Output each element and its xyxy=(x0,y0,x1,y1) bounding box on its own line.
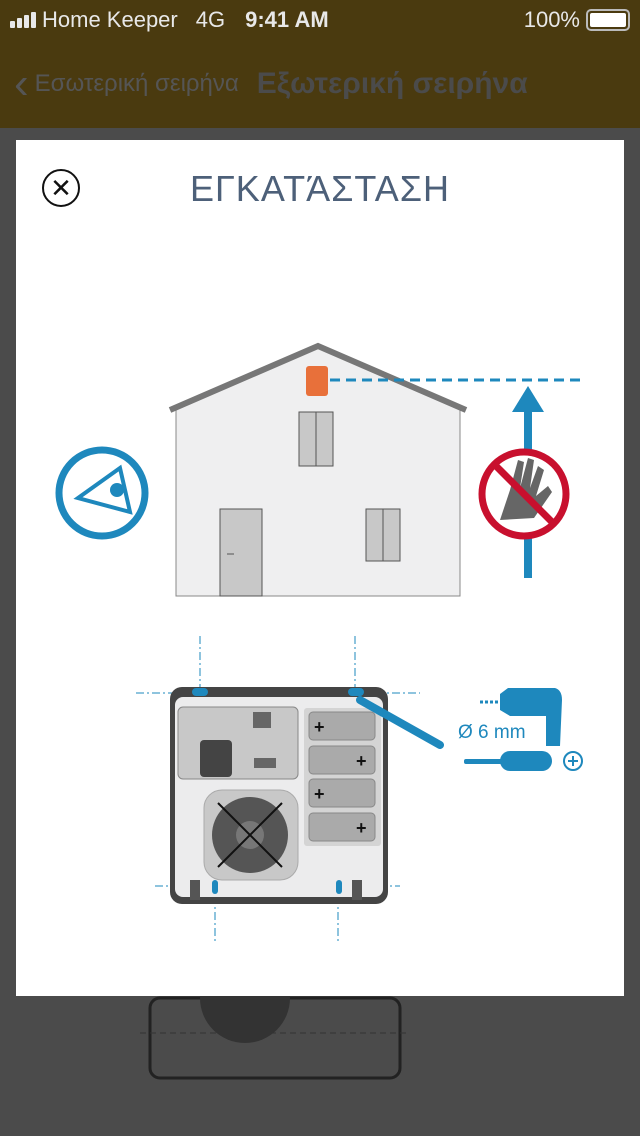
drill-size-label: Ø 6 mm xyxy=(458,722,526,743)
close-button[interactable]: ✕ xyxy=(42,169,80,207)
svg-text:+: + xyxy=(314,717,325,737)
navigation-bar: ‹Εσωτερική σειρήνα Εξωτερική σειρήνα xyxy=(0,40,640,128)
back-label: Εσωτερική σειρήνα xyxy=(34,70,239,97)
screwdriver-icon xyxy=(464,751,583,771)
chevron-left-icon: ‹ xyxy=(14,59,29,108)
svg-text:+: + xyxy=(356,751,367,771)
house xyxy=(168,342,582,597)
clock: 9:41 AM xyxy=(245,7,329,32)
drill-icon xyxy=(480,688,562,746)
no-touch-icon xyxy=(478,448,570,540)
modal-title: ΕΓΚΑΤΆΣΤΑΣΗ xyxy=(189,168,451,209)
page-title: Εξωτερική σειρήνα xyxy=(256,67,528,100)
close-circle-icon: ✕ xyxy=(50,172,72,203)
battery-icon xyxy=(586,9,630,31)
carrier: Home Keeper xyxy=(42,7,178,32)
network: 4G xyxy=(195,7,226,32)
signal-icon xyxy=(10,12,36,28)
svg-text:+: + xyxy=(356,818,367,838)
installation-illustration: + + + + Ø 6 mm xyxy=(55,342,583,942)
installation-modal: + + + + Ø 6 mm ✕ ΕΓΚΑΤΆΣΤΑΣΗ xyxy=(16,140,624,996)
back-button[interactable]: ‹Εσωτερική σειρήνα xyxy=(14,59,239,109)
status-bar: Home Keeper 4G 9:41 AM 100% xyxy=(0,0,640,40)
svg-text:+: + xyxy=(314,784,325,804)
battery-percent: 100% xyxy=(523,7,580,32)
eye-icon xyxy=(55,446,149,540)
siren-device-diagram: + + + + xyxy=(136,636,444,942)
